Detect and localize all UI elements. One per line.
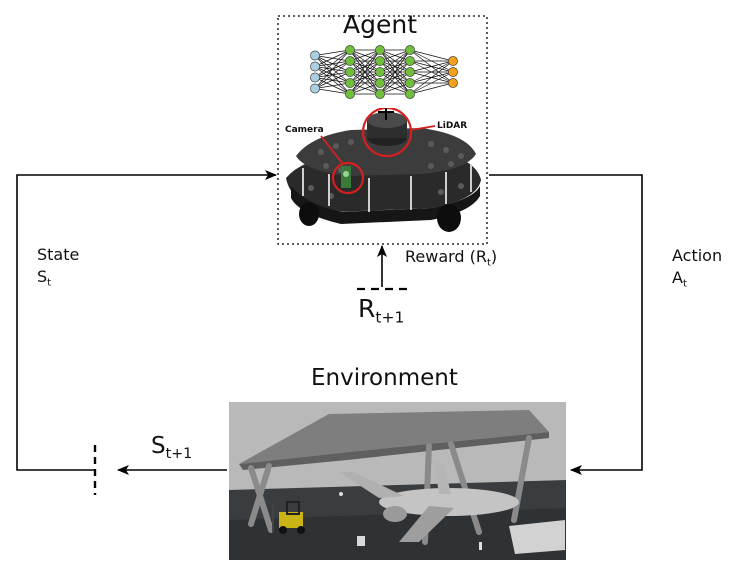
- nn-node: [375, 78, 385, 88]
- action-label: Action: [672, 246, 723, 265]
- nn-node: [405, 45, 415, 55]
- lidar-label: LiDAR: [437, 121, 468, 131]
- nn-node: [448, 78, 458, 88]
- nn-node: [310, 72, 320, 83]
- nn-node: [448, 67, 458, 77]
- nn-node: [405, 78, 415, 88]
- nn-node: [310, 61, 320, 72]
- agent-title: Agent: [343, 10, 417, 39]
- camera-label: Camera: [285, 125, 324, 135]
- nn-node: [405, 67, 415, 77]
- nn-node: [375, 56, 385, 66]
- next-state-symbol: St+1: [151, 433, 193, 462]
- nn-node: [448, 56, 458, 66]
- action-arrow: [489, 174, 643, 475]
- nn-node: [405, 56, 415, 66]
- nn-node: [405, 89, 415, 99]
- neural-network-icon: [310, 45, 458, 99]
- reward-label: Reward (Rt): [405, 247, 498, 269]
- nn-node: [310, 50, 320, 61]
- nn-node: [310, 83, 320, 94]
- state-arrow: [16, 170, 277, 471]
- nn-node: [345, 78, 355, 88]
- nn-node: [345, 56, 355, 66]
- nn-node: [345, 89, 355, 99]
- agent-box: [277, 15, 488, 245]
- environment-title: Environment: [311, 365, 458, 391]
- next-reward-symbol: Rt+1: [358, 294, 405, 327]
- nn-node: [345, 45, 355, 55]
- nn-node: [375, 67, 385, 77]
- nn-node: [345, 67, 355, 77]
- nn-node: [375, 45, 385, 55]
- action-symbol: At: [672, 268, 687, 290]
- robot-image: [286, 108, 481, 232]
- state-label: State: [37, 245, 80, 264]
- nn-node: [375, 89, 385, 99]
- state-symbol: St: [37, 267, 52, 289]
- airplane-hangar-image: [229, 402, 566, 560]
